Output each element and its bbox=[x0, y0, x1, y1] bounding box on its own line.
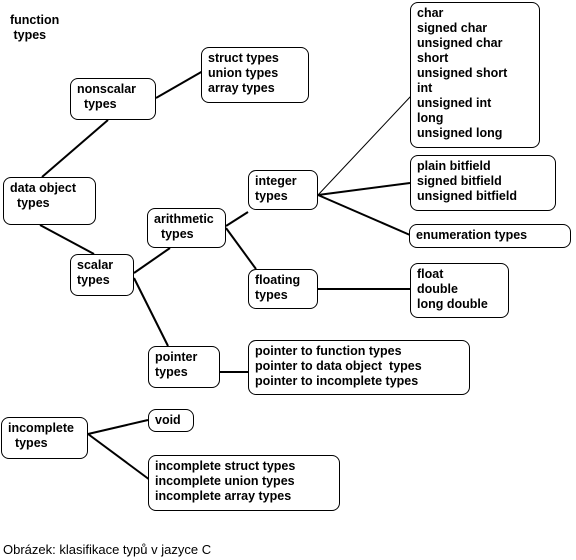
node-integer-types: integer types bbox=[248, 170, 318, 210]
edge-scalar-pointer bbox=[133, 277, 169, 347]
node-incomplete-kinds: incomplete struct types incomplete union… bbox=[148, 455, 340, 511]
edge-arithmetic-floating bbox=[225, 227, 257, 270]
node-scalar-types: scalar types bbox=[70, 254, 134, 296]
edge-integer-bitfield bbox=[317, 182, 411, 196]
edge-nonscalar-dataobject bbox=[41, 119, 109, 178]
node-arithmetic-types: arithmetic types bbox=[147, 208, 226, 248]
node-enumeration-types: enumeration types bbox=[409, 224, 571, 248]
node-struct-union-array: struct types union types array types bbox=[201, 47, 309, 103]
node-data-object-types: data object types bbox=[3, 177, 96, 225]
node-floating-types: floating types bbox=[248, 269, 318, 309]
edge-dataobject-scalar bbox=[39, 224, 95, 255]
node-void: void bbox=[148, 409, 194, 432]
edge-incomplete-void bbox=[87, 419, 149, 435]
node-incomplete-types: incomplete types bbox=[1, 417, 88, 459]
edge-scalar-arithmetic bbox=[133, 247, 171, 274]
node-integer-kinds: char signed char unsigned char short uns… bbox=[410, 2, 540, 148]
node-pointer-types: pointer types bbox=[148, 346, 220, 388]
edge-nonscalar-struct bbox=[155, 70, 204, 99]
figure-caption: Obrázek: klasifikace typů v jazyce C bbox=[3, 542, 212, 557]
node-function-types: function types bbox=[4, 10, 74, 46]
node-pointer-kinds: pointer to function types pointer to dat… bbox=[248, 340, 470, 395]
node-bitfield-kinds: plain bitfield signed bitfield unsigned … bbox=[410, 155, 556, 211]
edge-incomplete-incompletelist bbox=[87, 433, 151, 481]
node-floating-kinds: float double long double bbox=[410, 263, 509, 318]
edge-arithmetic-integer bbox=[225, 211, 249, 227]
edge-integer-enum bbox=[317, 194, 411, 236]
node-nonscalar-types: nonscalar types bbox=[70, 78, 156, 120]
edge-integer-charlist bbox=[317, 95, 412, 196]
